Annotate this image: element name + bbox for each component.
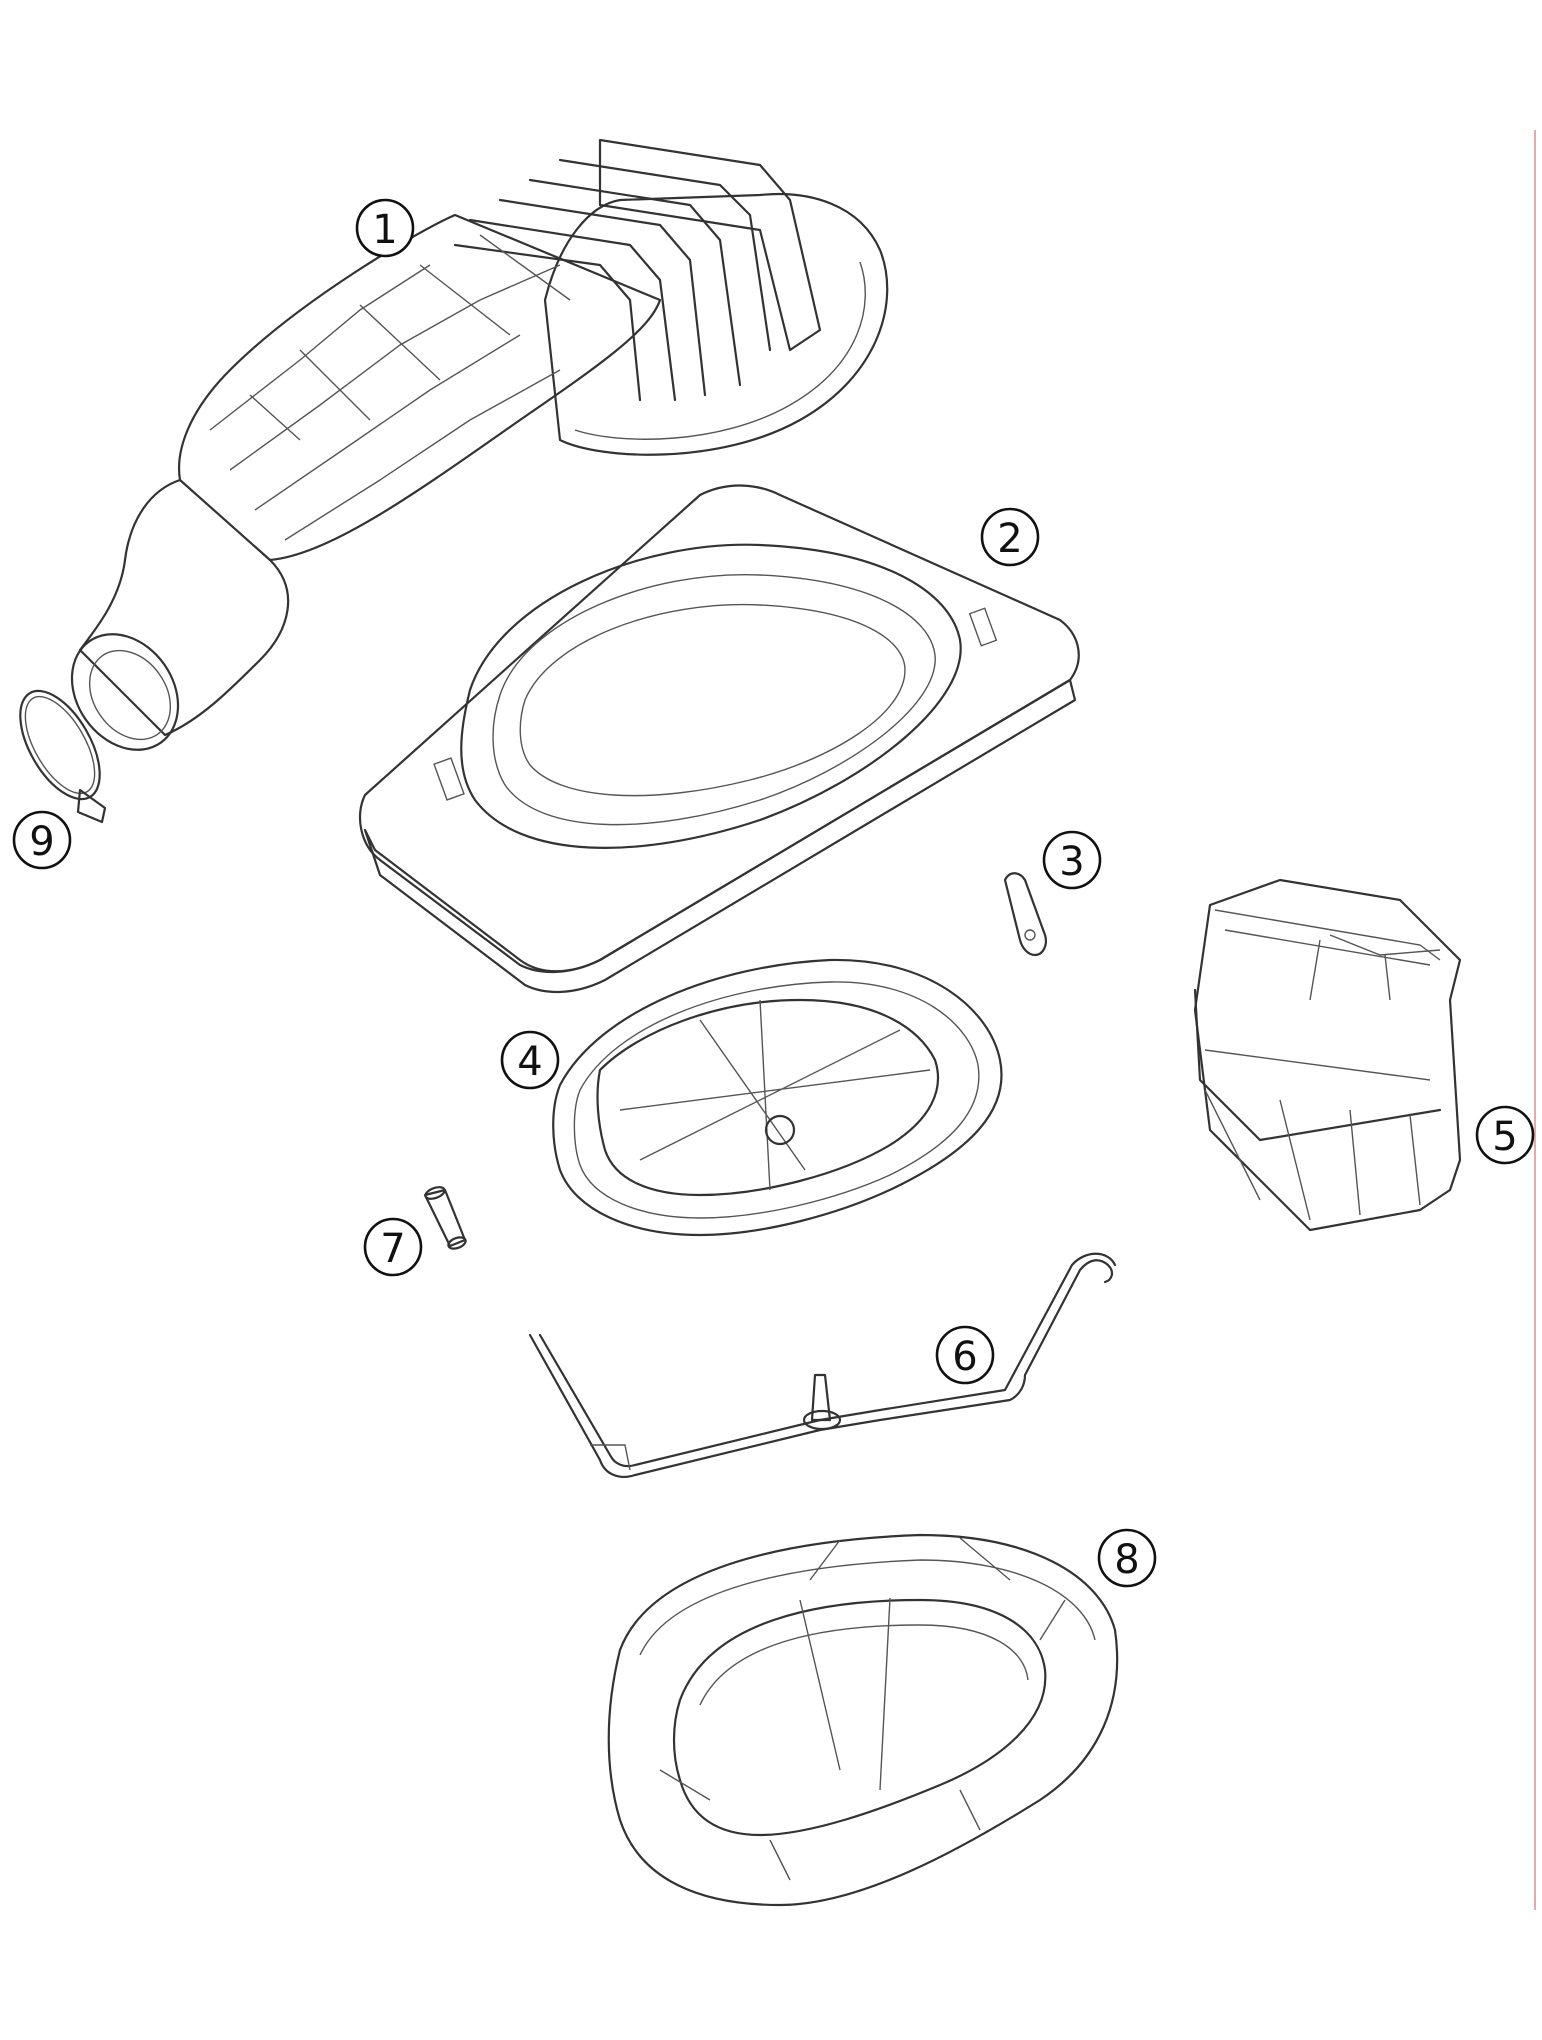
callout-2: 2 (980, 507, 1040, 567)
callout-label-7: 7 (380, 1226, 405, 1272)
callout-6: 6 (935, 1325, 995, 1385)
callout-label-5: 5 (1492, 1114, 1517, 1160)
callout-label-9: 9 (29, 819, 54, 865)
retaining-bracket-icon (528, 1252, 1117, 1478)
air-filter-icon (607, 1533, 1119, 1907)
callout-label-6: 6 (952, 1334, 977, 1380)
callout-7: 7 (363, 1217, 423, 1277)
clip-icon (1003, 872, 1047, 957)
hose-clamp-icon (19, 689, 107, 824)
air-intake-boot-icon (70, 138, 889, 751)
callout-1: 1 (355, 198, 415, 258)
callout-label-1: 1 (372, 207, 397, 253)
callout-4: 4 (500, 1030, 560, 1090)
airbox-lid-icon (358, 484, 1080, 993)
callout-3: 3 (1042, 830, 1102, 890)
filter-cage-icon (552, 958, 1003, 1237)
callout-label-3: 3 (1059, 839, 1084, 885)
callout-9: 9 (12, 810, 72, 870)
callout-label-8: 8 (1114, 1537, 1139, 1583)
callout-label-2: 2 (997, 516, 1022, 562)
callout-5: 5 (1475, 1105, 1535, 1165)
intake-duct-icon (1193, 878, 1462, 1232)
callout-8: 8 (1097, 1528, 1157, 1588)
pin-icon (423, 1186, 467, 1250)
callout-label-4: 4 (517, 1039, 542, 1085)
